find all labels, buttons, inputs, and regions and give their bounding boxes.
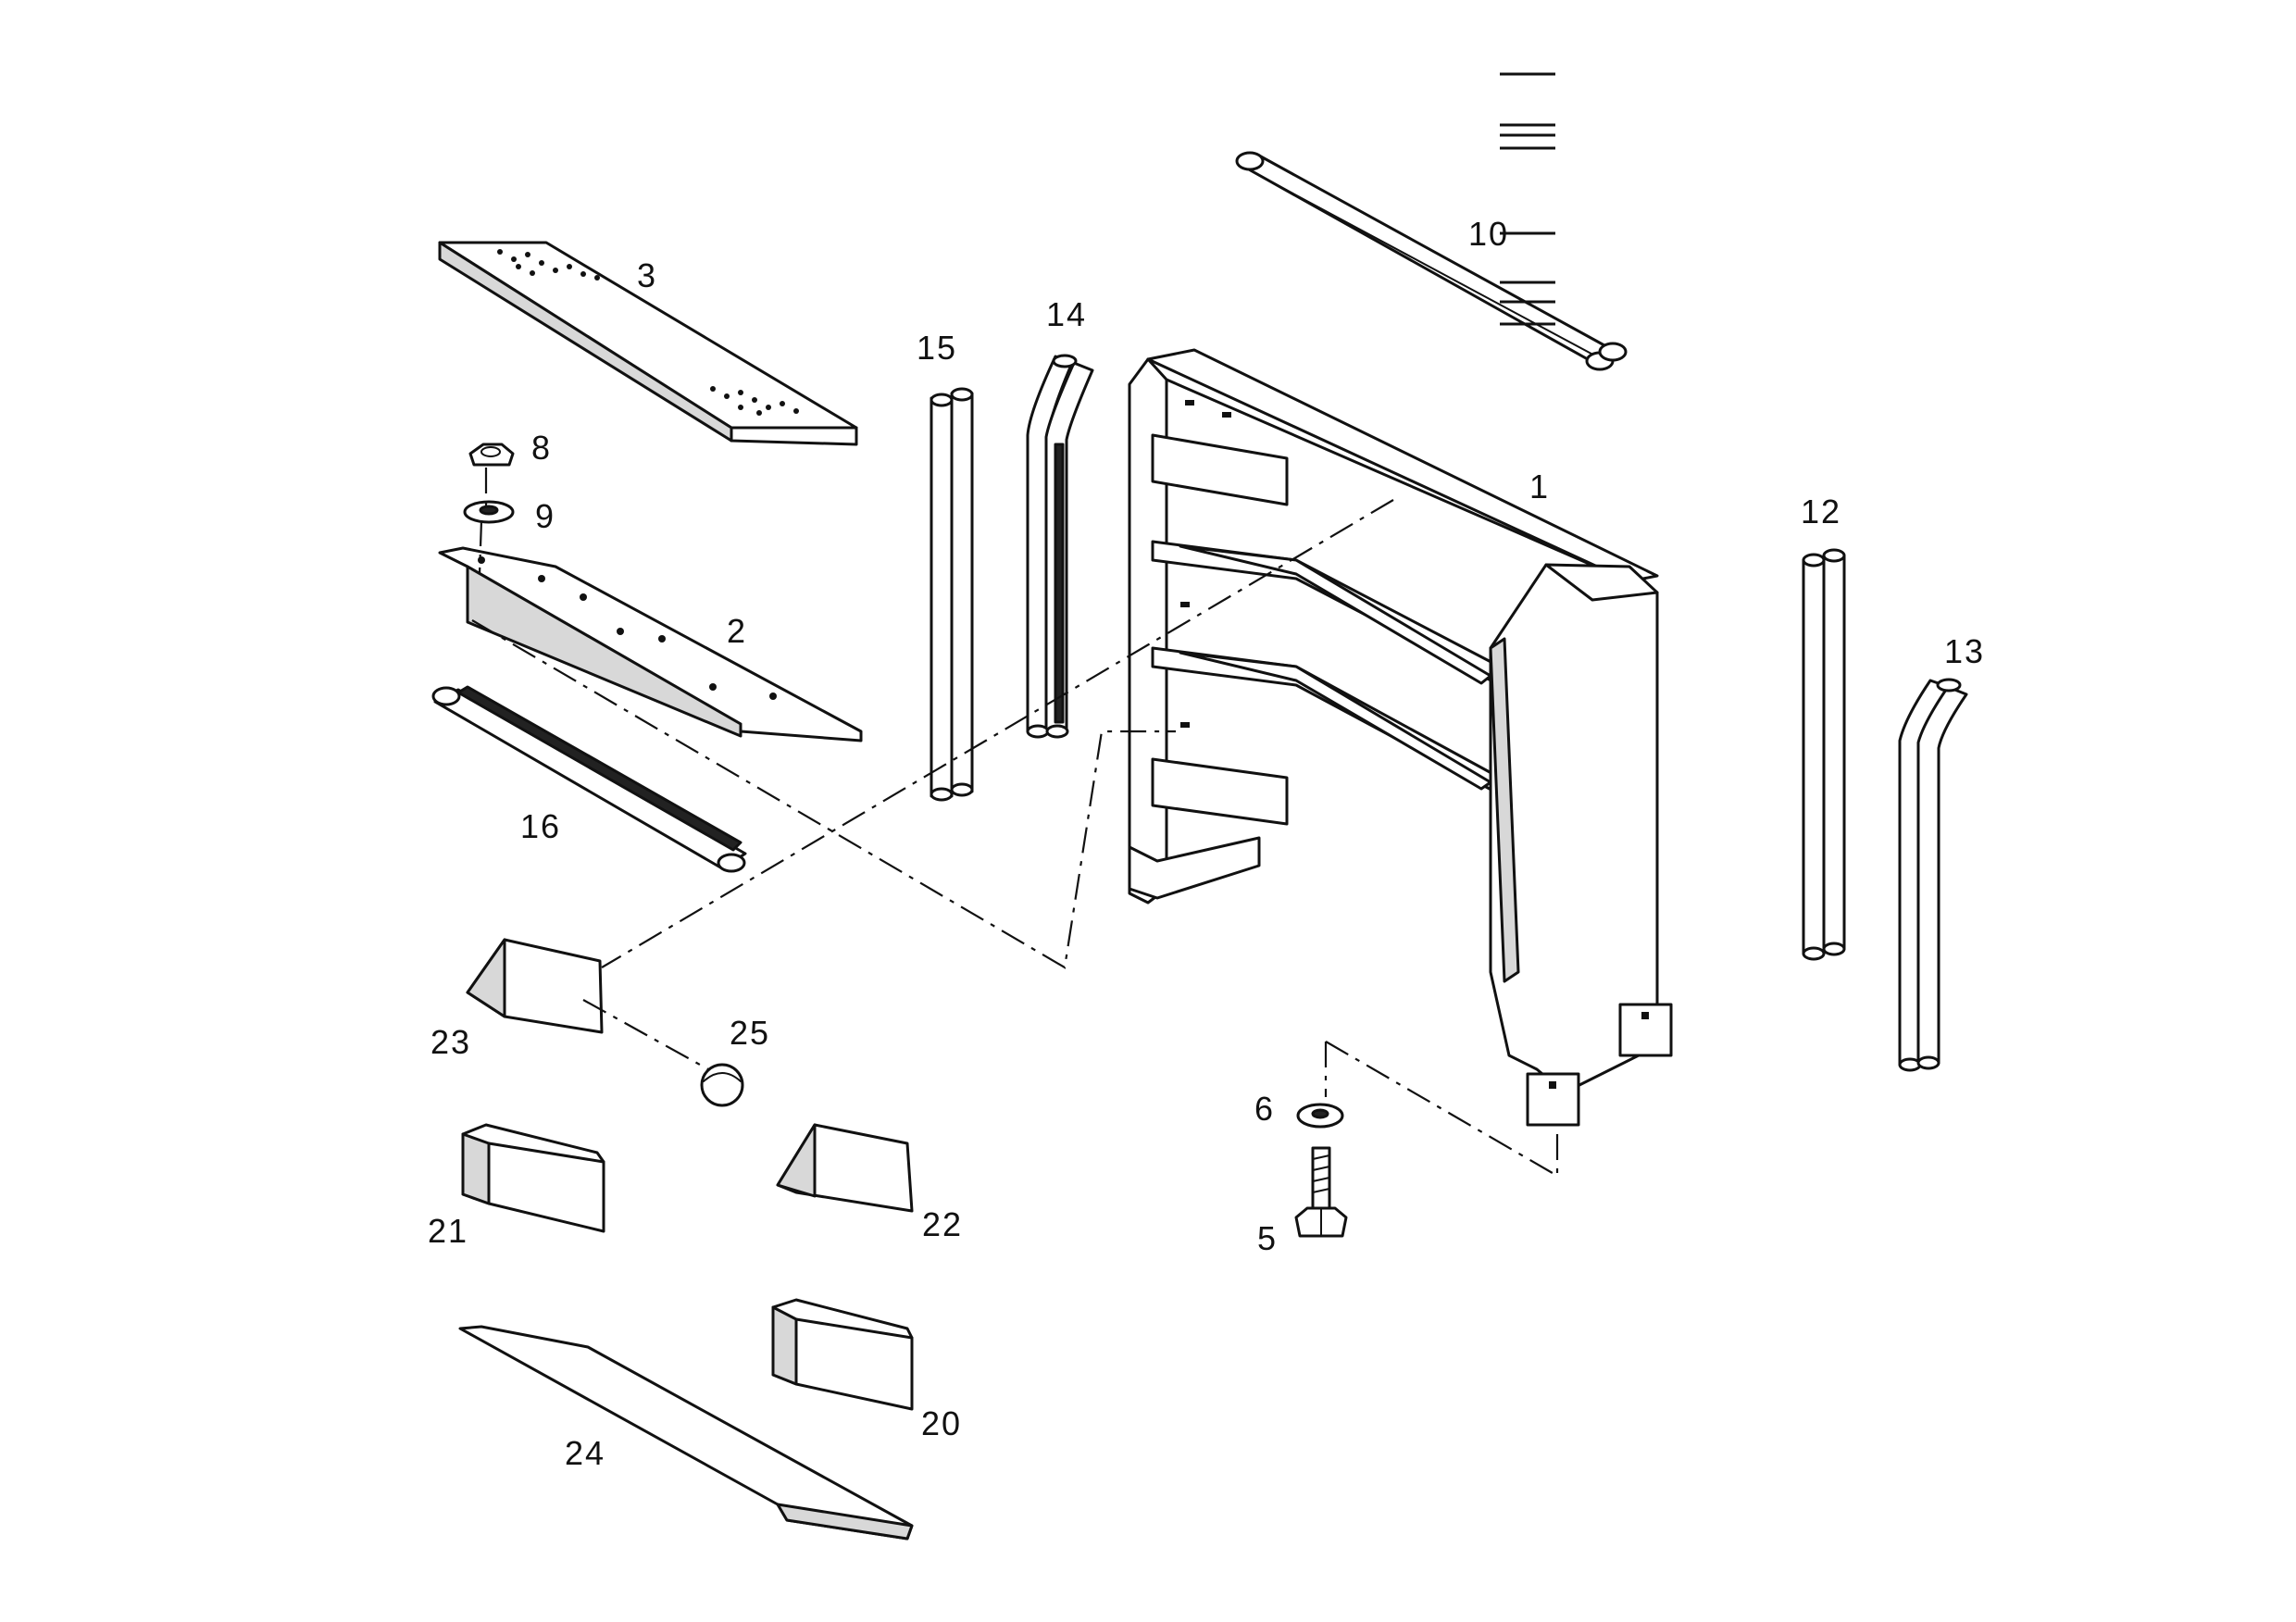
part-1-frame [1128, 348, 1673, 1127]
part-15-rod [930, 387, 974, 802]
part-23-block [466, 938, 604, 1034]
part-8-nut [468, 443, 515, 467]
part-10-rod [1235, 151, 1628, 371]
assembly-leader-lines [471, 468, 1559, 1178]
part-12-rod [1802, 548, 1846, 961]
part-25-cap [700, 1063, 744, 1107]
perforation-pattern [497, 249, 799, 416]
part-20-block [771, 1298, 914, 1411]
callout-5: 5 [1257, 1219, 1279, 1257]
part-3-shelf [438, 241, 858, 446]
part-6-washer [1296, 1103, 1344, 1129]
callout-6: 6 [1254, 1090, 1276, 1128]
callout-12: 12 [1801, 493, 1842, 530]
part-14-rod [1026, 354, 1094, 739]
part-16-profile [431, 685, 747, 873]
part-22-block [776, 1123, 914, 1213]
callout-13: 13 [1944, 632, 1986, 670]
callout-1: 1 [1529, 468, 1551, 505]
callout-15: 15 [917, 329, 958, 367]
callout-21: 21 [428, 1212, 469, 1250]
callout-2: 2 [727, 612, 748, 650]
callout-8: 8 [531, 429, 553, 467]
callout-23: 23 [430, 1023, 472, 1061]
callout-9: 9 [535, 497, 556, 535]
part-13-rod [1898, 678, 1968, 1072]
callout-20: 20 [921, 1404, 963, 1442]
callout-24: 24 [565, 1434, 606, 1472]
callout-14: 14 [1046, 295, 1088, 333]
part-2-bracket [438, 546, 863, 742]
callout-22: 22 [922, 1205, 964, 1243]
part-24-plate [458, 1325, 914, 1541]
part-21-block [461, 1123, 605, 1233]
part-9-washer [463, 500, 515, 524]
callout-16: 16 [520, 807, 562, 845]
callout-10: 10 [1468, 215, 1510, 253]
dimension-ticks [1500, 72, 1555, 326]
part-5-bolt [1294, 1146, 1348, 1238]
callout-25: 25 [730, 1014, 771, 1052]
callout-3: 3 [637, 256, 658, 294]
